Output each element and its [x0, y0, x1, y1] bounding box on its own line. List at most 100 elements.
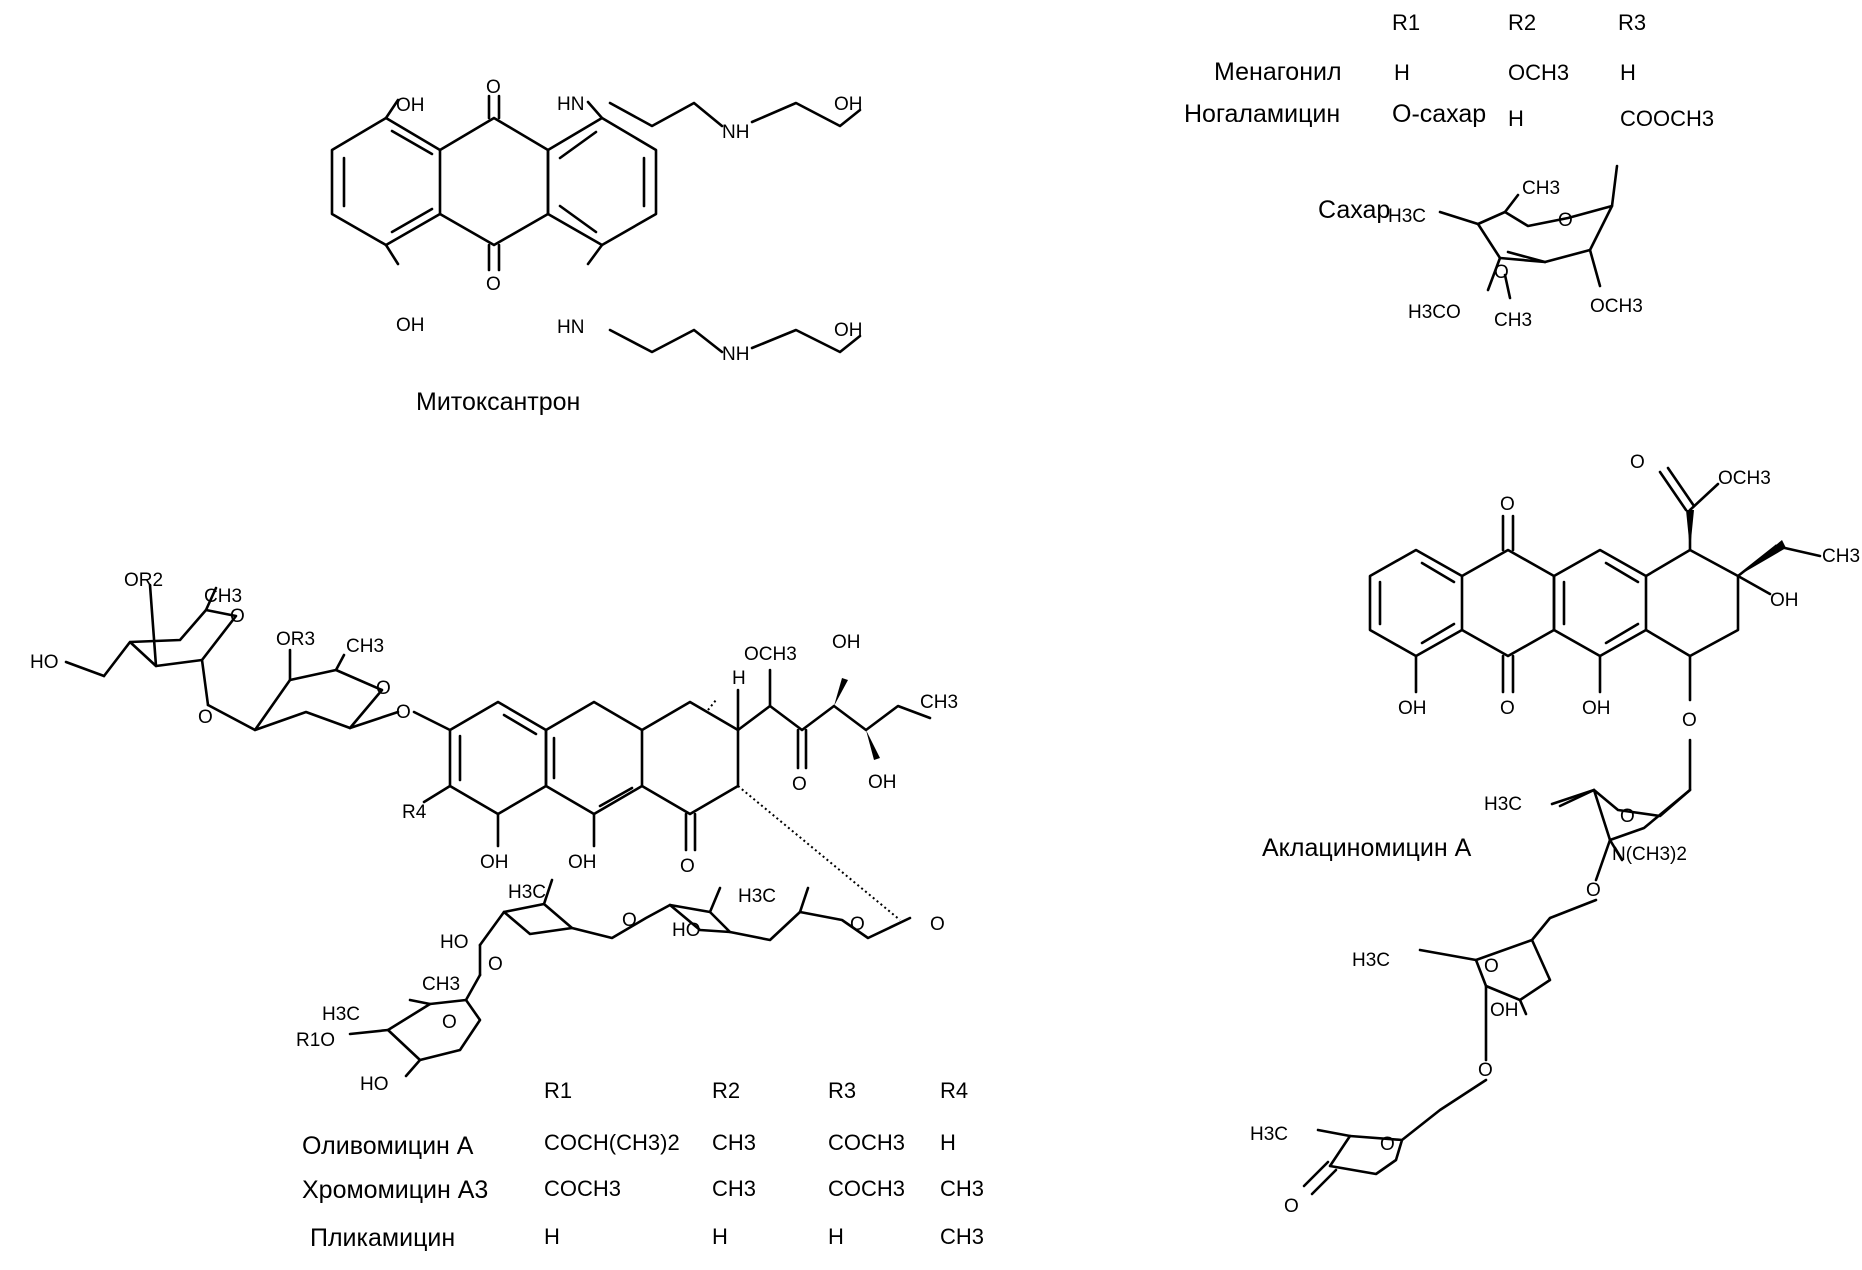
- acl-ring-o-2: O: [1484, 956, 1499, 977]
- acl-keto-o: O: [1284, 1196, 1299, 1217]
- aur-ho-1: HO: [30, 652, 59, 673]
- acl-ester-o: O: [1630, 452, 1645, 473]
- aur-header-r4: R4: [940, 1078, 968, 1103]
- aur-row-chromomycin-name: Хромомицин А3: [302, 1176, 488, 1204]
- acl-o-link-3: O: [1478, 1060, 1493, 1081]
- aur-o-link-2: O: [930, 914, 945, 935]
- aur-h: H: [732, 668, 746, 689]
- acl-o-link-1: O: [1682, 710, 1697, 731]
- aur-row-plicamycin-r2: H: [712, 1224, 728, 1249]
- aur-side-ketone-o: O: [792, 774, 807, 795]
- aur-row-olivomycin-r1: COCH(CH3)2: [544, 1130, 680, 1155]
- nog-row-menogaril-r2: OCH3: [1508, 60, 1569, 85]
- aur-ring-o-1: O: [230, 606, 245, 627]
- nog-row-nogalamycin-name: Ногаламицин: [1184, 100, 1340, 128]
- sugar-structure: Сахар H3C CH3 O O H3CO CH3 OCH3: [1318, 164, 1643, 331]
- aclacinomycin-label: Аклациномицин А: [1262, 834, 1472, 862]
- aur-h3c-2: H3C: [738, 886, 776, 907]
- acl-ring-o-1: O: [1620, 806, 1635, 827]
- nog-row-nogalamycin-r3: COOCH3: [1620, 106, 1714, 131]
- aur-ho-4: HO: [360, 1074, 389, 1095]
- aur-och3: OCH3: [744, 644, 797, 665]
- aur-row-olivomycin-r2: CH3: [712, 1130, 756, 1155]
- aur-row-plicamycin-name: Пликамицин: [310, 1224, 455, 1252]
- aur-or3: OR3: [276, 629, 315, 650]
- sugar-h3co: H3CO: [1408, 302, 1461, 323]
- acl-oh-d: OH: [1770, 590, 1799, 611]
- aur-oh-1: OH: [480, 852, 509, 873]
- sugar-ring-o: O: [1558, 210, 1573, 231]
- mitoxantrone-structure: OH OH O O HN NH OH HN NH OH Митоксантрон: [330, 77, 863, 416]
- aur-ch3-1: CH3: [204, 586, 242, 607]
- acl-oh-c: OH: [1582, 698, 1611, 719]
- aur-ch3-3: CH3: [422, 974, 460, 995]
- nog-row-menogaril-r1: H: [1394, 60, 1410, 85]
- aur-ch3-side: CH3: [920, 692, 958, 713]
- mito-hn-bottom: HN: [557, 317, 584, 338]
- nog-header-r1: R1: [1392, 10, 1420, 35]
- nog-row-nogalamycin-r1: O-сахар: [1392, 100, 1486, 128]
- acl-nme2: N(CH3)2: [1612, 844, 1687, 865]
- aur-r4: R4: [402, 802, 427, 823]
- acl-quinone-o-top: O: [1500, 494, 1515, 515]
- aur-row-chromomycin-r2: CH3: [712, 1176, 756, 1201]
- mito-oh-chain-top: OH: [834, 94, 863, 115]
- aur-row-olivomycin-r3: COCH3: [828, 1130, 905, 1155]
- acl-o-link-2: O: [1586, 880, 1601, 901]
- aur-r1o: R1O: [296, 1030, 335, 1051]
- mito-carbonyl-top: O: [486, 77, 501, 98]
- aur-o-aryl: O: [396, 702, 411, 723]
- nog-row-menogaril-r3: H: [1620, 60, 1636, 85]
- nog-header-r3: R3: [1618, 10, 1646, 35]
- aur-ho-2: HO: [440, 932, 469, 953]
- aur-ring-o-4: O: [850, 914, 865, 935]
- sugar-h3c: H3C: [1388, 206, 1426, 227]
- sugar-ch3: CH3: [1522, 178, 1560, 199]
- mito-oh-bottom: OH: [396, 315, 425, 336]
- sugar-o: O: [1494, 262, 1509, 283]
- mitoxantrone-label: Митоксантрон: [416, 388, 580, 416]
- aur-o-link-1: O: [198, 707, 213, 728]
- aur-row-olivomycin-name: Оливомицин А: [302, 1132, 474, 1160]
- aur-header-r2: R2: [712, 1078, 740, 1103]
- acl-och3: OCH3: [1718, 468, 1771, 489]
- aur-o-link-3: O: [488, 954, 503, 975]
- aur-ho-3: HO: [672, 920, 701, 941]
- acl-oh-sugar: OH: [1490, 1000, 1519, 1021]
- acl-h3c-2: H3C: [1352, 950, 1390, 971]
- aur-ring-o-5: O: [442, 1012, 457, 1033]
- mito-carbonyl-bottom: O: [486, 274, 501, 295]
- sugar-och3: OCH3: [1590, 296, 1643, 317]
- aur-ring-o-2: O: [376, 678, 391, 699]
- sugar-ch3-ome: CH3: [1494, 310, 1532, 331]
- sugar-label: Сахар: [1318, 196, 1390, 224]
- acl-h3c-3: H3C: [1250, 1124, 1288, 1145]
- mito-hn-top: HN: [557, 94, 584, 115]
- aur-row-olivomycin-r4: H: [940, 1130, 956, 1155]
- aur-h3c-3: H3C: [322, 1004, 360, 1025]
- mito-nh-top: NH: [722, 122, 749, 143]
- aur-header-r1: R1: [544, 1078, 572, 1103]
- aur-row-chromomycin-r1: COCH3: [544, 1176, 621, 1201]
- acl-oh-a: OH: [1398, 698, 1427, 719]
- nogalamycin-table: R1 R2 R3 Менагонил H OCH3 H Ногаламицин …: [1184, 10, 1714, 131]
- aur-row-chromomycin-r4: CH3: [940, 1176, 984, 1201]
- acl-h3c-1: H3C: [1484, 794, 1522, 815]
- mito-oh-top: OH: [396, 95, 425, 116]
- aur-or2: OR2: [124, 570, 163, 591]
- aur-row-plicamycin-r1: H: [544, 1224, 560, 1249]
- mito-oh-chain-bottom: OH: [834, 320, 863, 341]
- nog-row-nogalamycin-r2: H: [1508, 106, 1524, 131]
- aur-ring-o-3: O: [622, 910, 637, 931]
- aur-row-plicamycin-r4: CH3: [940, 1224, 984, 1249]
- aur-header-r3: R3: [828, 1078, 856, 1103]
- nog-header-r2: R2: [1508, 10, 1536, 35]
- mito-nh-bottom: NH: [722, 344, 749, 365]
- nog-row-menogaril-name: Менагонил: [1214, 58, 1342, 86]
- aur-oh-side-2: OH: [868, 772, 897, 793]
- aur-ketone-o: O: [680, 856, 695, 877]
- acl-ring-o-3: O: [1380, 1134, 1395, 1155]
- aur-oh-side-1: OH: [832, 632, 861, 653]
- aclacinomycin-structure: O OCH3 CH3 OH O O OH OH O H3C O N(CH3)2 …: [1250, 452, 1860, 1217]
